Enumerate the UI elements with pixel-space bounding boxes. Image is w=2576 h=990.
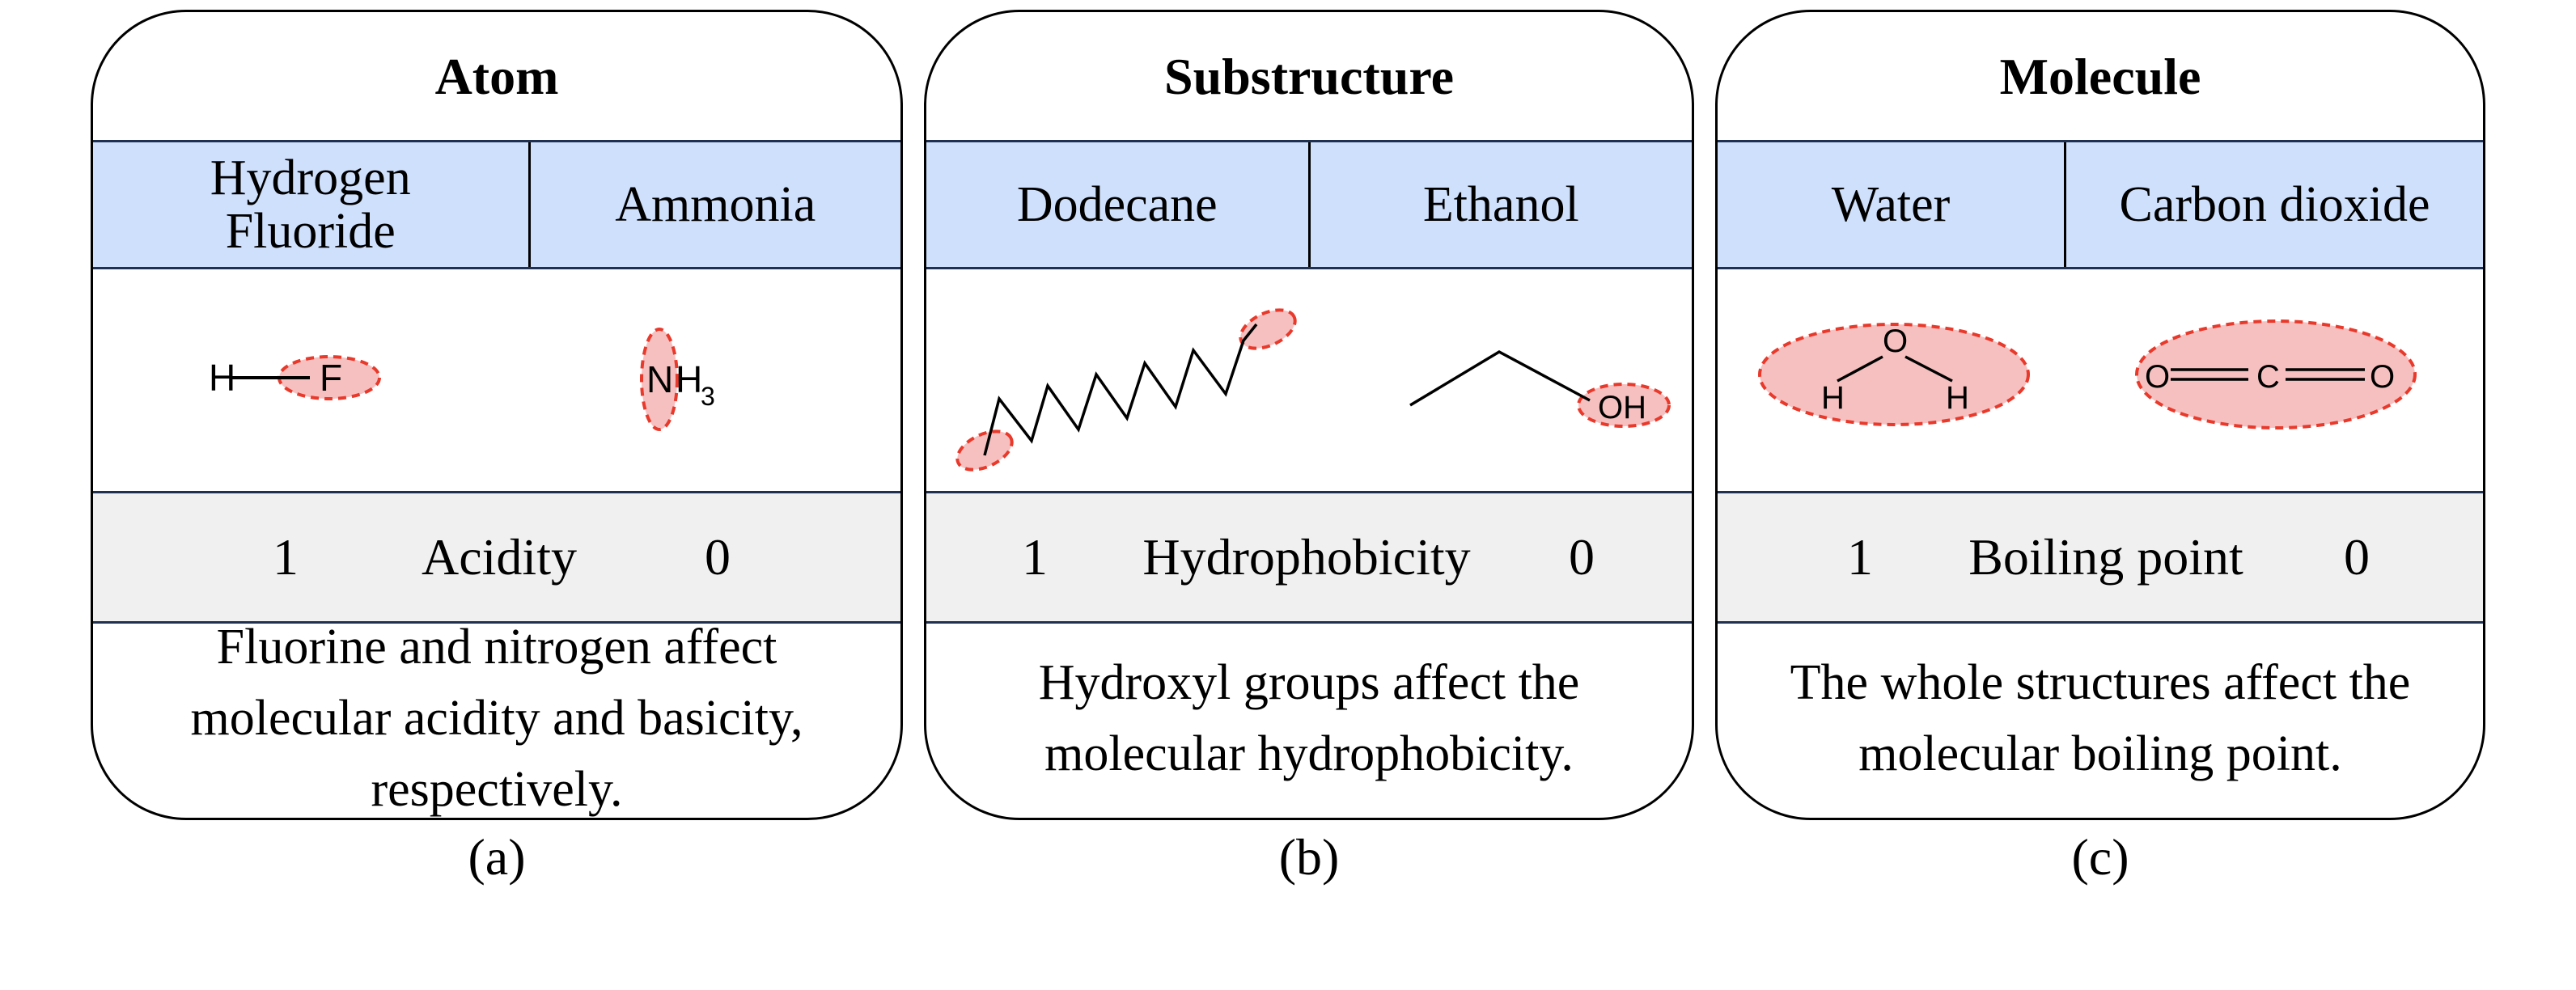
hydrogen-atom-label: H [1821, 380, 1845, 416]
property-name: Boiling point [1968, 528, 2243, 586]
water-structure: O H H [1758, 323, 2030, 426]
property-row: 1 Boiling point 0 [1718, 491, 2483, 624]
oxygen-atom-label: O [2370, 359, 2395, 395]
molecule-structures-svg: O H H O C O [1758, 319, 2417, 429]
terminal-methyl-highlight [1239, 308, 1297, 350]
hydroxyl-group-label: OH [1598, 390, 1646, 425]
hydroxyl-highlight [1577, 383, 1671, 428]
property-high-value: 1 [273, 528, 299, 586]
property-high-value: 1 [1847, 528, 1873, 586]
panel-description: The whole structures affect the molecula… [1790, 655, 2411, 781]
subscript-3-label: 3 [701, 382, 715, 411]
property-row: 1 Acidity 0 [93, 491, 900, 624]
molecule-name-water: Water [1718, 142, 2066, 267]
water-highlight [1758, 323, 2030, 426]
property-name: Hydrophobicity [1142, 528, 1471, 586]
panel-caption-a: (a) [468, 828, 526, 886]
property-name: Acidity [422, 528, 577, 586]
carbon-atom-label: C [2256, 359, 2280, 395]
property-low-value: 0 [2344, 528, 2370, 586]
dodecane-structure [955, 308, 1297, 472]
molecule-name-carbon-dioxide: Carbon dioxide [2119, 177, 2430, 232]
panel-description: Hydroxyl groups affect the molecular hyd… [1038, 655, 1580, 781]
structures-row: O H H O C O [1718, 269, 2483, 491]
structures-row: H F N H 3 [93, 269, 900, 491]
o-h-bond [1837, 355, 1883, 383]
ammonia-structure: N H 3 [640, 328, 715, 431]
hydrogen-atom-label: H [209, 357, 235, 399]
ethanol-carbon-chain [1409, 349, 1591, 407]
dodecane-carbon-chain [983, 323, 1258, 456]
nitrogen-highlight [640, 328, 679, 431]
property-high-value: 1 [1022, 528, 1048, 586]
panel-caption-c: (c) [2071, 828, 2129, 886]
panel-molecule: Molecule Water Carbon dioxide O H H O C [1715, 10, 2485, 820]
molecule-names-row: Dodecane Ethanol [926, 140, 1692, 269]
panel-substructure: Substructure Dodecane Ethanol OH 1 Hydro… [924, 10, 1694, 820]
o-h-bond [1904, 355, 1953, 383]
co2-highlight [2135, 319, 2417, 429]
property-row: 1 Hydrophobicity 0 [926, 491, 1692, 624]
hydrogen-fluoride-structure: H F [209, 355, 381, 400]
molecule-name-ethanol: Ethanol [1422, 177, 1579, 232]
property-low-value: 0 [705, 528, 731, 586]
molecule-names-row: Water Carbon dioxide [1718, 140, 2483, 269]
fluorine-atom-label: F [320, 357, 342, 399]
ethanol-structure: OH [1409, 349, 1671, 428]
atom-structures-svg: H F N H 3 [209, 328, 715, 431]
molecule-name-ammonia: Ammonia [615, 177, 816, 232]
oxygen-atom-label: O [1883, 324, 1908, 359]
hydrogen-atom-label: H [676, 358, 702, 400]
molecule-name-hydrogen-fluoride: Hydrogen Fluoride [93, 142, 531, 267]
hydrogen-atom-label: H [1946, 380, 1969, 416]
panel-title: Molecule [1999, 48, 2201, 105]
panel-caption-b: (b) [1278, 828, 1340, 886]
panel-description: Fluorine and nitrogen affect molecular a… [190, 620, 803, 817]
structures-row: OH [926, 269, 1692, 491]
carbon-dioxide-structure: O C O [2135, 319, 2417, 429]
panel-atom: Atom Hydrogen Fluoride Ammonia H F N H 3… [91, 10, 903, 820]
nitrogen-atom-label: N [646, 358, 673, 400]
oxygen-atom-label: O [2145, 359, 2170, 395]
panel-title: Atom [434, 48, 559, 105]
property-low-value: 0 [1569, 528, 1595, 586]
substructure-structures-svg: OH [955, 308, 1671, 472]
panel-title: Substructure [1164, 48, 1454, 105]
molecule-names-row: Hydrogen Fluoride Ammonia [93, 140, 900, 269]
molecule-name-dodecane: Dodecane [926, 142, 1311, 267]
